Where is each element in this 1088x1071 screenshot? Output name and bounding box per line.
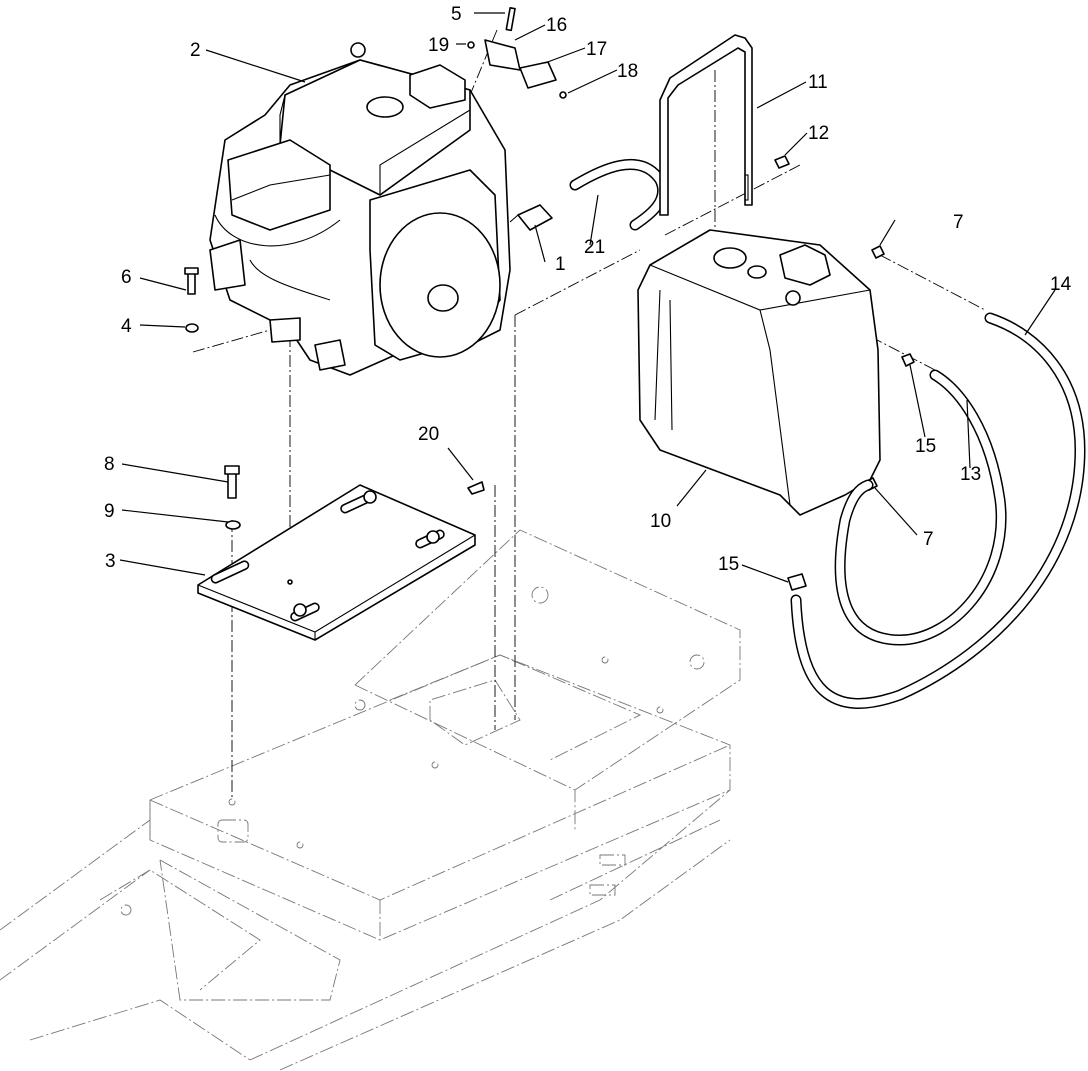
callout-14: 14 <box>1050 274 1072 295</box>
callout-6: 6 <box>121 267 132 288</box>
callout-11: 11 <box>808 72 828 93</box>
callout-leaders <box>119 12 1056 583</box>
callout-3: 3 <box>105 551 116 572</box>
callout-20: 20 <box>418 424 439 445</box>
callout-4: 4 <box>121 316 132 337</box>
fuel-tank <box>637 229 915 516</box>
machine-frame <box>0 529 741 1071</box>
bracket-hardware <box>467 7 567 99</box>
callout-7b: 7 <box>923 529 934 550</box>
fuel-hoses <box>787 312 1086 709</box>
callout-9: 9 <box>104 501 115 522</box>
callout-15a: 15 <box>915 436 936 457</box>
callout-13: 13 <box>960 464 981 485</box>
callout-12: 12 <box>808 123 829 144</box>
callout-1: 1 <box>555 254 566 275</box>
engine <box>209 42 511 376</box>
callout-18: 18 <box>617 61 638 82</box>
callout-labels: 1 2 3 4 5 6 7 7 8 9 10 11 12 13 14 15 15… <box>104 4 1072 575</box>
callout-5: 5 <box>451 4 462 25</box>
callout-7a: 7 <box>953 212 964 233</box>
tank-bracket <box>659 34 790 216</box>
callout-21: 21 <box>584 237 605 258</box>
fuel-filter-and-hose <box>509 158 669 231</box>
callout-19: 19 <box>428 35 449 56</box>
engine-mount-plate <box>197 484 476 641</box>
callout-8: 8 <box>104 454 115 475</box>
fasteners <box>184 267 485 530</box>
callout-17: 17 <box>586 39 607 60</box>
callout-15b: 15 <box>718 554 739 575</box>
callout-2: 2 <box>190 40 201 61</box>
callout-16: 16 <box>546 15 567 36</box>
callout-10: 10 <box>650 511 671 532</box>
